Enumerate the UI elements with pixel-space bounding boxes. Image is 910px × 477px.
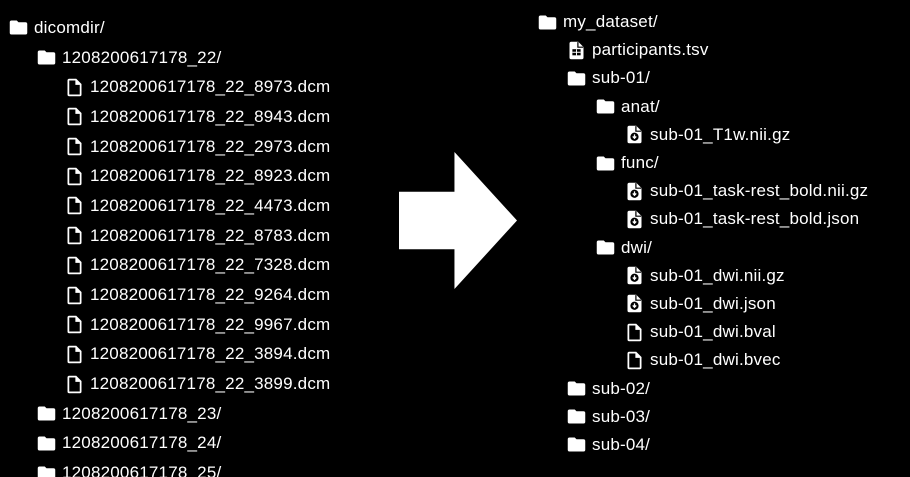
tree-item: 1208200617178_22_8943.dcm bbox=[64, 102, 330, 132]
tree-item-label: sub-01_dwi.bval bbox=[650, 322, 776, 342]
tree-item: 1208200617178_22/ bbox=[36, 43, 330, 73]
tree-item-label: 1208200617178_22/ bbox=[62, 47, 222, 67]
tree-item: 1208200617178_22_2973.dcm bbox=[64, 132, 330, 162]
tree-item: dwi/ bbox=[595, 234, 868, 262]
tree-item-label: sub-01_dwi.bvec bbox=[650, 350, 781, 370]
file-data-icon bbox=[624, 181, 645, 202]
tree-item-label: dicomdir/ bbox=[34, 17, 105, 37]
tree-item-label: 1208200617178_22_3894.dcm bbox=[90, 344, 331, 364]
tree-item-label: anat/ bbox=[621, 96, 660, 116]
tree-item-label: sub-01_task-rest_bold.json bbox=[650, 209, 860, 229]
folder-icon bbox=[8, 17, 29, 38]
bids-tree: my_dataset/participants.tsv sub-01/anat/s… bbox=[537, 8, 868, 459]
tree-item-label: 1208200617178_22_8943.dcm bbox=[90, 106, 331, 126]
file-icon bbox=[64, 106, 85, 127]
tree-item-label: 1208200617178_22_8923.dcm bbox=[90, 166, 331, 186]
tree-item-label: sub-03/ bbox=[592, 406, 651, 426]
tree-item-label: sub-01_T1w.nii.gz bbox=[650, 124, 791, 144]
folder-icon bbox=[36, 463, 57, 477]
tree-item: sub-03/ bbox=[566, 403, 868, 431]
file-icon bbox=[64, 285, 85, 306]
tree-item: sub-01_dwi.nii.gz bbox=[624, 262, 868, 290]
tree-item-label: sub-04/ bbox=[592, 434, 651, 454]
folder-icon bbox=[566, 406, 587, 427]
file-data-icon bbox=[624, 293, 645, 314]
tree-item-label: 1208200617178_22_2973.dcm bbox=[90, 136, 331, 156]
tree-item: 1208200617178_22_9264.dcm bbox=[64, 280, 330, 310]
file-data-icon bbox=[624, 124, 645, 145]
tree-item: 1208200617178_22_9967.dcm bbox=[64, 310, 330, 340]
tree-item-label: 1208200617178_22_9967.dcm bbox=[90, 314, 331, 334]
transform-arrow bbox=[399, 152, 517, 289]
file-data-icon bbox=[624, 265, 645, 286]
tree-item-label: 1208200617178_22_8973.dcm bbox=[90, 77, 331, 97]
folder-icon bbox=[595, 153, 616, 174]
folder-icon bbox=[36, 433, 57, 454]
tree-item-label: sub-01/ bbox=[592, 68, 651, 88]
folder-icon bbox=[36, 47, 57, 68]
tree-item-label: 1208200617178_25/ bbox=[62, 463, 222, 477]
tree-item: func/ bbox=[595, 149, 868, 177]
file-icon bbox=[624, 350, 645, 371]
tree-item-label: dwi/ bbox=[621, 237, 653, 257]
tree-item: 1208200617178_22_7328.dcm bbox=[64, 251, 330, 281]
tree-item: participants.tsv bbox=[566, 36, 868, 64]
tree-item: 1208200617178_22_8923.dcm bbox=[64, 161, 330, 191]
tree-item-label: sub-01_dwi.nii.gz bbox=[650, 265, 785, 285]
tree-item-label: participants.tsv bbox=[592, 40, 709, 60]
tree-item: sub-01/ bbox=[566, 64, 868, 92]
tree-item-label: 1208200617178_22_4473.dcm bbox=[90, 195, 331, 215]
tree-item: 1208200617178_23/ bbox=[36, 399, 330, 429]
folder-icon bbox=[595, 237, 616, 258]
tree-item-label: 1208200617178_24/ bbox=[62, 433, 222, 453]
tree-item: anat/ bbox=[595, 93, 868, 121]
file-icon bbox=[64, 374, 85, 395]
file-icon bbox=[64, 77, 85, 98]
tree-item: sub-01_T1w.nii.gz bbox=[624, 121, 868, 149]
tree-item: my_dataset/ bbox=[537, 8, 868, 36]
folder-icon bbox=[537, 12, 558, 33]
tree-item-label: my_dataset/ bbox=[563, 12, 658, 32]
file-icon bbox=[64, 344, 85, 365]
file-icon bbox=[64, 195, 85, 216]
file-icon bbox=[624, 322, 645, 343]
tree-item-label: sub-01_dwi.json bbox=[650, 293, 776, 313]
tree-item-label: sub-02/ bbox=[592, 378, 651, 398]
file-table-icon bbox=[566, 40, 587, 61]
folder-icon bbox=[595, 96, 616, 117]
tree-item: dicomdir/ bbox=[8, 13, 330, 43]
tree-item-label: 1208200617178_22_8783.dcm bbox=[90, 225, 331, 245]
tree-item: 1208200617178_22_4473.dcm bbox=[64, 191, 330, 221]
tree-item: sub-01_dwi.bval bbox=[624, 318, 868, 346]
tree-item-label: func/ bbox=[621, 153, 659, 173]
file-icon bbox=[64, 225, 85, 246]
tree-item-label: 1208200617178_22_3899.dcm bbox=[90, 374, 331, 394]
tree-item: sub-02/ bbox=[566, 374, 868, 402]
folder-icon bbox=[566, 378, 587, 399]
tree-item: sub-01_dwi.json bbox=[624, 290, 868, 318]
dicom-tree: dicomdir/1208200617178_22/1208200617178_… bbox=[8, 13, 330, 477]
tree-item: 1208200617178_22_8783.dcm bbox=[64, 221, 330, 251]
tree-item: 1208200617178_24/ bbox=[36, 429, 330, 459]
file-icon bbox=[64, 136, 85, 157]
file-icon bbox=[64, 255, 85, 276]
folder-icon bbox=[566, 68, 587, 89]
tree-item: 1208200617178_22_3894.dcm bbox=[64, 340, 330, 370]
tree-item: 1208200617178_25/ bbox=[36, 458, 330, 477]
tree-item: sub-01_task-rest_bold.nii.gz bbox=[624, 177, 868, 205]
file-icon bbox=[64, 166, 85, 187]
tree-item: 1208200617178_22_3899.dcm bbox=[64, 369, 330, 399]
folder-icon bbox=[566, 434, 587, 455]
tree-item-label: 1208200617178_22_7328.dcm bbox=[90, 255, 331, 275]
tree-item-label: sub-01_task-rest_bold.nii.gz bbox=[650, 181, 869, 201]
tree-item-label: 1208200617178_22_9264.dcm bbox=[90, 285, 331, 305]
file-icon bbox=[64, 314, 85, 335]
tree-item: sub-04/ bbox=[566, 431, 868, 459]
tree-item: sub-01_task-rest_bold.json bbox=[624, 205, 868, 233]
tree-item: sub-01_dwi.bvec bbox=[624, 346, 868, 374]
folder-icon bbox=[36, 403, 57, 424]
tree-item-label: 1208200617178_23/ bbox=[62, 403, 222, 423]
tree-item: 1208200617178_22_8973.dcm bbox=[64, 72, 330, 102]
file-data-icon bbox=[624, 209, 645, 230]
